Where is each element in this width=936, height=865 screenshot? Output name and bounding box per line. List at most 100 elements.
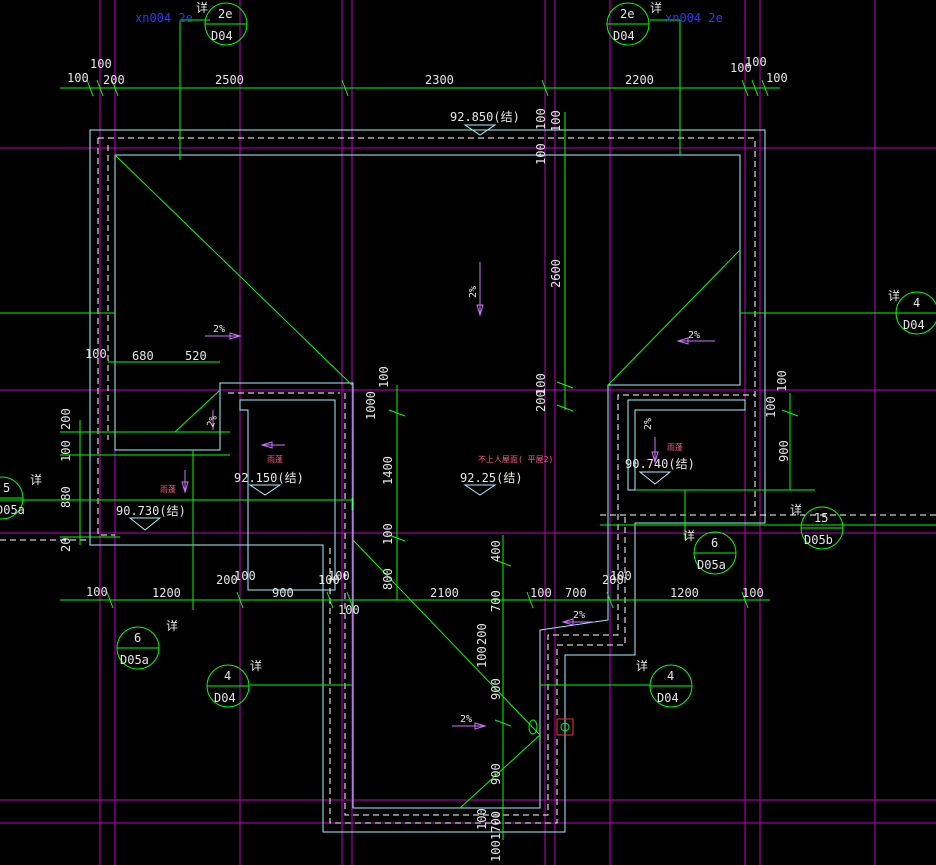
detail-sheet: D05b [804, 533, 833, 547]
level-label: 92.25(结) [460, 471, 523, 485]
detail-circle-dividers [0, 23, 936, 687]
ref-label-top-left: xn004 2e [135, 11, 193, 25]
dim-text: 100 [475, 646, 489, 668]
detail-xiang: 详 [650, 0, 662, 15]
detail-num: 4 [667, 669, 674, 683]
ridge-lines [114, 154, 741, 809]
dim-text: 100 [67, 71, 89, 85]
detail-num: 2e [218, 7, 232, 21]
dim-text: 1000 [364, 391, 378, 420]
dim-text: 2100 [430, 586, 459, 600]
dim-text: 20 [59, 538, 73, 552]
roof-note: 不上人屋面( 平屋2) [478, 455, 553, 464]
detail-xiang: 详 [30, 472, 42, 487]
slope-label: 2% [213, 324, 225, 335]
dim-text: 700 [489, 590, 503, 612]
slope-label: 2% [643, 418, 654, 430]
dim-text: 1200 [670, 586, 699, 600]
dim-text: 100 [745, 55, 767, 69]
dim-text: 400 [489, 540, 503, 562]
detail-num: 4 [224, 669, 231, 683]
dim-text: 100 [59, 440, 73, 462]
canopy-note: 雨蓬 [267, 454, 283, 464]
dim-text: 200 [103, 73, 125, 87]
detail-xiang: 详 [790, 502, 802, 517]
dim-text: 200 [475, 623, 489, 645]
dim-text: 100 [766, 71, 788, 85]
dim-text: 1200 [152, 586, 181, 600]
dim-text: 100 [534, 108, 548, 130]
slope-label: 2% [205, 414, 219, 429]
dim-text: 100 [764, 396, 778, 418]
detail-num: 4 [913, 296, 920, 310]
slope-label: 2% [688, 330, 700, 341]
detail-sheet: D04 [211, 29, 233, 43]
slope-arrows [181, 262, 715, 730]
dim-text: 200 [534, 390, 548, 412]
level-label: 92.850(结) [450, 110, 520, 124]
dim-text: 100 [234, 569, 256, 583]
detail-sheet: D04 [903, 318, 925, 332]
dim-text: 1700 [489, 811, 503, 840]
dim-text: 1400 [381, 456, 395, 485]
detail-sheet: D05a [0, 503, 25, 517]
dim-text: 900 [489, 763, 503, 785]
dim-text: 100 [377, 366, 391, 388]
dim-text: 2300 [425, 73, 454, 87]
dimension-ticks [86, 79, 799, 727]
dim-text: 100 [775, 370, 789, 392]
dim-text: 100 [730, 61, 752, 75]
dim-text: 100 [381, 523, 395, 545]
canopy-note: 雨蓬 [667, 442, 683, 452]
detail-num: 15 [814, 511, 828, 525]
dim-text: 2600 [549, 259, 563, 288]
detail-xiang: 详 [166, 618, 178, 633]
canopy-note: 雨蓬 [160, 484, 176, 494]
detail-xiang: 详 [888, 288, 900, 303]
detail-num: 5 [3, 481, 10, 495]
dim-text: 2200 [625, 73, 654, 87]
dim-text: 100 [530, 586, 552, 600]
detail-sheet: D05a [120, 653, 149, 667]
dim-text: 900 [777, 440, 791, 462]
detail-sheet: D04 [657, 691, 679, 705]
dim-text: 900 [489, 678, 503, 700]
detail-num: 6 [134, 631, 141, 645]
ref-label-top-right: xn004 2e [665, 11, 723, 25]
dim-text: 680 [132, 349, 154, 363]
dim-text: 100 [475, 808, 489, 830]
dimension-lines [0, 19, 936, 840]
dim-text: 200 [59, 408, 73, 430]
detail-sheet: D04 [613, 29, 635, 43]
dim-text: 700 [565, 586, 587, 600]
dim-text: 100 [85, 347, 107, 361]
dim-text: 100 [328, 569, 350, 583]
dim-text: 100 [86, 585, 108, 599]
dim-text: 100 [534, 143, 548, 165]
drain-markers [179, 150, 574, 736]
detail-sheet: D04 [214, 691, 236, 705]
detail-sheet: D05a [697, 558, 726, 572]
dim-text: 800 [381, 568, 395, 590]
dim-text: 520 [185, 349, 207, 363]
dim-text: 100 [534, 373, 548, 395]
detail-num: 2e [620, 7, 634, 21]
detail-xiang: 详 [196, 0, 208, 15]
slope-label: 2% [460, 714, 472, 725]
detail-xiang: 详 [683, 528, 695, 543]
level-label: 90.730(结) [116, 504, 186, 518]
dim-text: 100 [742, 586, 764, 600]
dim-text: 900 [272, 586, 294, 600]
slope-label: 2% [573, 610, 585, 621]
detail-num: 6 [711, 536, 718, 550]
detail-xiang: 详 [636, 658, 648, 673]
detail-xiang: 详 [250, 658, 262, 673]
dim-text: 100 [610, 569, 632, 583]
level-label: 90.740(结) [625, 457, 695, 471]
dim-text: 200 [216, 573, 238, 587]
dim-text: 100 [549, 110, 563, 132]
dim-text: 880 [59, 486, 73, 508]
dim-text: 100 [318, 573, 340, 587]
